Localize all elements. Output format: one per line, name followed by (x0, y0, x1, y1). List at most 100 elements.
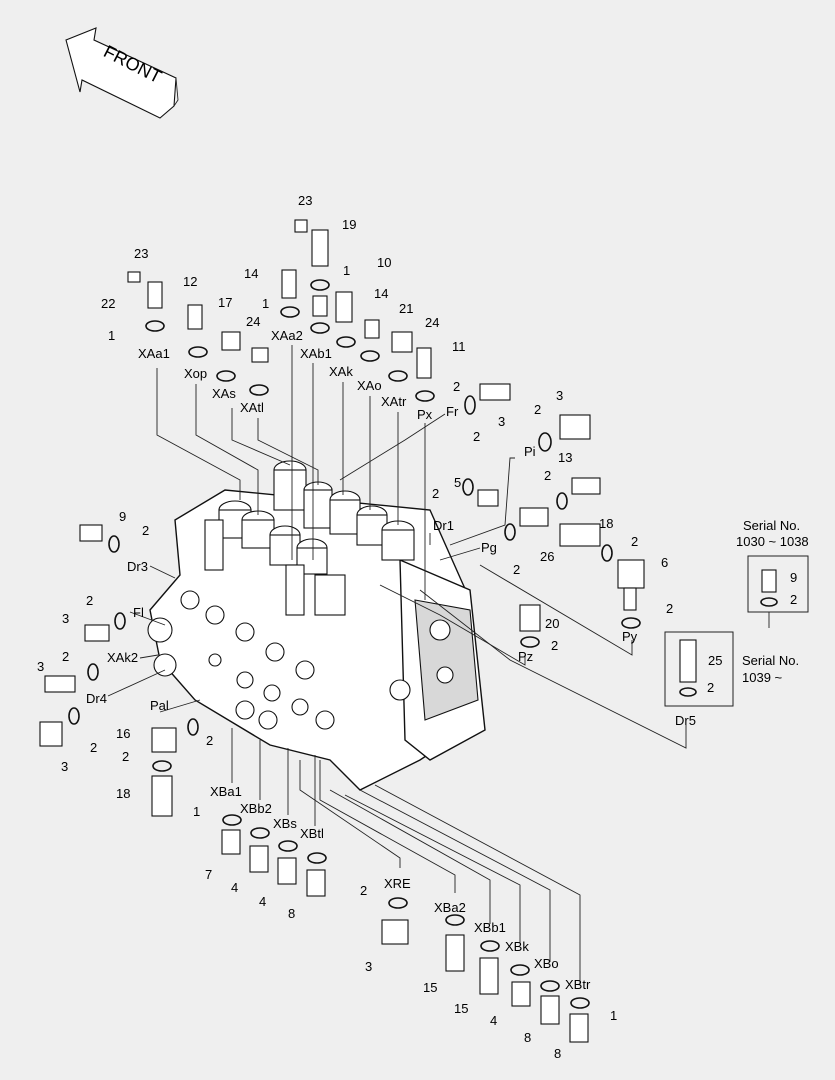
part-number: 2 (206, 733, 213, 748)
part-number: 14 (374, 286, 388, 301)
part-number: 4 (259, 894, 266, 909)
part-number: 9 (119, 509, 126, 524)
part-number: 1 (108, 328, 115, 343)
port-label: Px (417, 407, 433, 422)
port-label: Pi (524, 444, 536, 459)
port-label: XAo (357, 378, 382, 393)
serial-title: Serial No. (743, 518, 800, 533)
port-label: Fr (446, 404, 459, 419)
part-number: 15 (454, 1001, 468, 1016)
port-label: XRE (384, 876, 411, 891)
part-number: 3 (37, 659, 44, 674)
port-label: Dr3 (127, 559, 148, 574)
part-number: 2 (790, 592, 797, 607)
port-label: XBa2 (434, 900, 466, 915)
port-label: Pal (150, 698, 169, 713)
leader-lines (107, 345, 687, 985)
part-number: 16 (116, 726, 130, 741)
part-number: 2 (62, 649, 69, 664)
part-number: 2 (122, 749, 129, 764)
part-number: 2 (551, 638, 558, 653)
part-number: 11 (452, 339, 466, 354)
port-labels: XAa1 Xop XAs XAtl XAa2 XAb1 XAk XAo XAtr… (86, 328, 696, 992)
port-label: XBs (273, 816, 297, 831)
part-number: 8 (524, 1030, 531, 1045)
part-number: 8 (288, 906, 295, 921)
port-label: Dr4 (86, 691, 107, 706)
side-ports (147, 590, 454, 730)
port-label: Pg (481, 540, 497, 555)
part-number: 23 (134, 246, 148, 261)
part-number: 7 (205, 867, 212, 882)
part-number: 17 (218, 295, 232, 310)
spool-caps (204, 460, 415, 616)
part-number: 2 (432, 486, 439, 501)
part-number: 14 (244, 266, 258, 281)
port-label: Xop (184, 366, 207, 381)
part-number: 18 (116, 786, 130, 801)
part-number: 19 (342, 217, 356, 232)
port-label: XBo (534, 956, 559, 971)
part-number: 1 (343, 263, 350, 278)
port-label: XAa2 (271, 328, 303, 343)
part-number: 20 (545, 616, 559, 631)
part-number: 22 (101, 296, 115, 311)
part-number: 13 (558, 450, 572, 465)
part-number: 10 (377, 255, 391, 270)
serial-box-1030: Serial No. 1030 ~ 1038 9 2 (736, 518, 809, 628)
port-label: XBa1 (210, 784, 242, 799)
serial-range: 1030 ~ 1038 (736, 534, 809, 549)
part-number: 8 (554, 1046, 561, 1061)
part-number: 3 (556, 388, 563, 403)
port-label: Py (622, 629, 638, 644)
part-number: 15 (423, 980, 437, 995)
part-number: 2 (473, 429, 480, 444)
port-label: XAtl (240, 400, 264, 415)
part-number: 25 (708, 653, 722, 668)
part-number: 5 (454, 475, 461, 490)
part-number: 2 (513, 562, 520, 577)
port-label: XBb1 (474, 920, 506, 935)
part-number: 2 (534, 402, 541, 417)
fittings (39, 219, 645, 1043)
part-number: 9 (790, 570, 797, 585)
port-label: XAs (212, 386, 236, 401)
part-number: 2 (86, 593, 93, 608)
part-number: 4 (231, 880, 238, 895)
part-number: 2 (666, 601, 673, 616)
part-number-callouts: 1 1 1 1 1 2 2 2 2 2 2 2 2 2 2 2 2 2 2 2 … (37, 193, 673, 1061)
port-label: Fl (133, 605, 144, 620)
serial-box-1039: Serial No. 1039 ~ 25 2 (664, 631, 799, 707)
part-number: 3 (365, 959, 372, 974)
port-label: XAb1 (300, 346, 332, 361)
port-label: XBtl (300, 826, 324, 841)
part-number: 23 (298, 193, 312, 208)
port-label: XBtr (565, 977, 591, 992)
serial-range: 1039 ~ (742, 670, 783, 685)
part-number: 1 (610, 1008, 617, 1023)
part-number: 3 (61, 759, 68, 774)
part-number: 12 (183, 274, 197, 289)
part-number: 2 (360, 883, 367, 898)
port-label: XAk (329, 364, 353, 379)
part-number: 6 (661, 555, 668, 570)
port-label: Dr1 (433, 518, 454, 533)
port-label: XAk2 (107, 650, 138, 665)
part-number: 1 (262, 296, 269, 311)
port-label: XBk (505, 939, 529, 954)
part-number: 3 (498, 414, 505, 429)
part-number: 24 (246, 314, 260, 329)
port-label: XBb2 (240, 801, 272, 816)
part-number: 1 (193, 804, 200, 819)
part-number: 3 (62, 611, 69, 626)
serial-title: Serial No. (742, 653, 799, 668)
port-label: XAa1 (138, 346, 170, 361)
part-number: 18 (599, 516, 613, 531)
part-number: 4 (490, 1013, 497, 1028)
port-label: Pz (518, 649, 533, 664)
part-number: 2 (631, 534, 638, 549)
part-number: 2 (707, 680, 714, 695)
part-number: 24 (425, 315, 439, 330)
part-number: 2 (90, 740, 97, 755)
